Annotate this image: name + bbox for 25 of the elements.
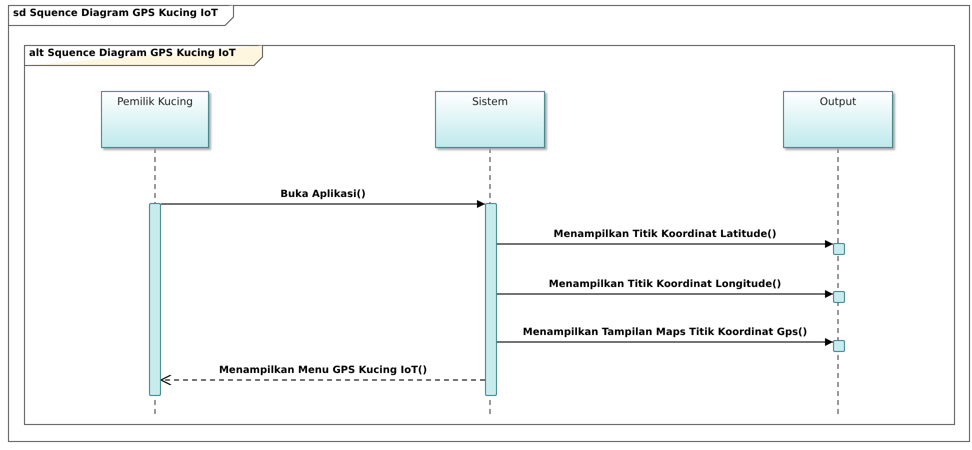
lifeline-name: Sistem [472,96,508,110]
return-message-arrow [160,374,486,386]
message-label: Menampilkan Menu GPS Kucing IoT() [216,365,430,376]
diagram-frame [8,5,970,442]
lifeline-name: Pemilik Kucing [117,96,193,110]
message-arrow [160,200,486,208]
activation-bar [485,203,497,396]
message-label: Menampilkan Titik Koordinat Longitude() [546,279,784,290]
lifeline-head [435,91,545,148]
message-arrow [496,240,834,248]
fragment-frame [24,45,955,425]
message-arrow [496,338,834,346]
frame-title: alt Squence Diagram GPS Kucing IoT [29,48,236,59]
message-label: Menampilkan Titik Koordinat Latitude() [552,229,778,240]
activation-bar [149,203,161,396]
lifeline-head [783,91,893,148]
frame-title: sd Squence Diagram GPS Kucing IoT [13,8,218,19]
activation-bar [833,243,845,255]
message-arrow [496,290,834,298]
message-label: Buka Aplikasi() [278,189,368,200]
lifeline-name: Output [820,96,856,110]
message-label: Menampilkan Tampilan Maps Titik Koordinat Gps() [520,327,810,338]
lifeline-head [101,91,209,148]
activation-bar [833,340,845,352]
activation-bar [833,291,845,303]
